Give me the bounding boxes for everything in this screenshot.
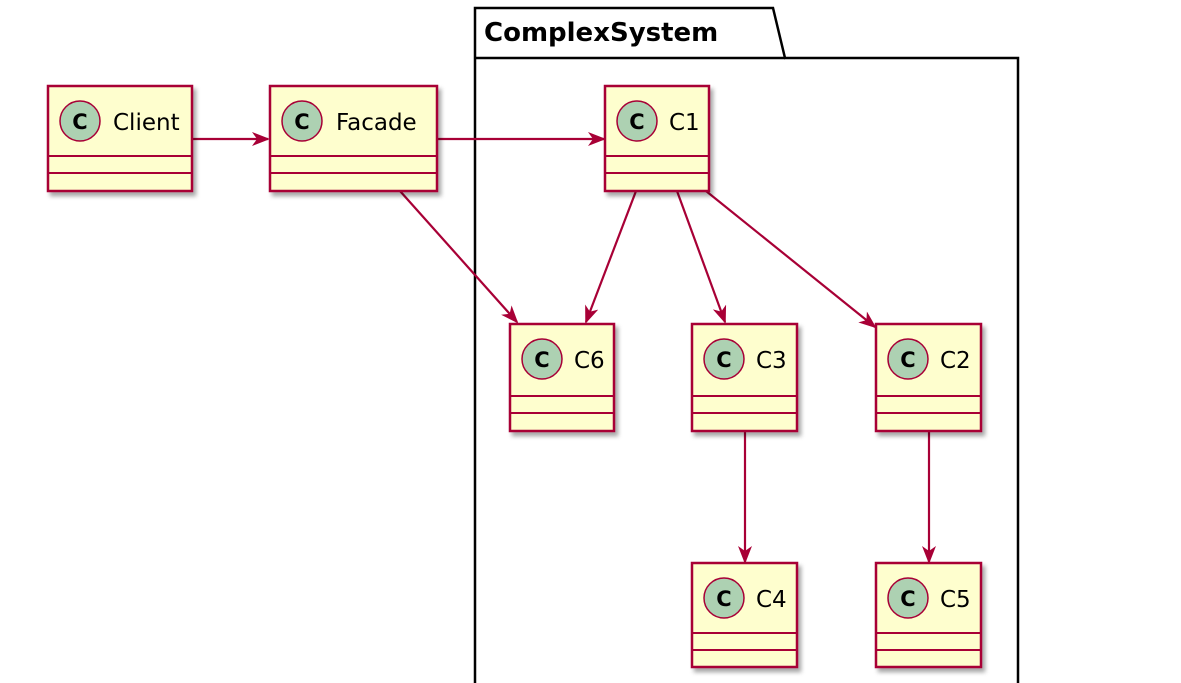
class-stereotype-letter: C [72,110,87,134]
arrow-c1-to-c3 [675,190,727,324]
class-name: C1 [669,110,700,136]
class-name: C2 [940,348,971,374]
relations [192,132,936,564]
class-stereotype-icon [703,577,745,619]
class-stereotype-letter: C [534,348,549,372]
class-client[interactable]: C Client [46,84,194,193]
arrow-facade-to-c6 [399,190,519,324]
class-stereotype-letter: C [716,348,731,372]
class-name: Facade [336,110,417,136]
class-stereotype-letter: C [716,587,731,611]
class-stereotype-icon [616,100,658,142]
class-name: C6 [574,348,605,374]
arrow-c1-to-c2 [705,190,877,329]
arrow-c1-to-c6 [584,190,638,324]
class-stereotype-icon [521,338,563,380]
class-stereotype-letter: C [900,587,915,611]
class-name: C3 [756,348,787,374]
class-stereotype-letter: C [294,110,309,134]
class-stereotype-icon [887,577,929,619]
class-stereotype-icon [281,100,323,142]
class-c3[interactable]: C C3 [690,322,799,433]
class-c4[interactable]: C C4 [690,561,799,669]
class-stereotype-icon [59,100,101,142]
class-c2[interactable]: C C2 [874,322,983,433]
class-c5[interactable]: C C5 [874,561,983,669]
class-name: C4 [756,587,787,613]
class-stereotype-letter: C [900,348,915,372]
class-stereotype-icon [703,338,745,380]
class-stereotype-icon [887,338,929,380]
class-c6[interactable]: C C6 [508,322,616,433]
class-facade[interactable]: C Facade [268,84,439,193]
class-c1[interactable]: C C1 [603,84,711,193]
package-title: ComplexSystem [484,18,718,48]
class-name: Client [113,110,180,136]
class-name: C5 [940,587,971,613]
class-stereotype-letter: C [629,110,644,134]
